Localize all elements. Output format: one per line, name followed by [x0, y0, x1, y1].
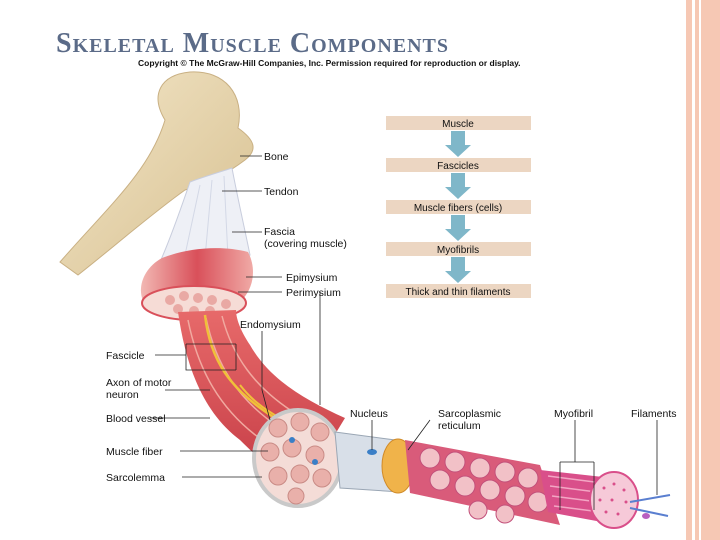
hierarchy-label-filaments: Thick and thin filaments	[405, 287, 510, 298]
leader-lines	[150, 155, 658, 510]
label-axon-sub: neuron	[106, 389, 139, 401]
hierarchy-box-muscle	[386, 116, 531, 130]
label-sarcolemma: Sarcolemma	[106, 472, 165, 484]
label-bone: Bone	[264, 151, 289, 163]
myofibril-detail	[540, 470, 671, 529]
hierarchy-box-myofibrils	[386, 242, 531, 256]
label-fascia: Fascia	[264, 226, 295, 238]
muscle-cross-section	[252, 408, 344, 508]
label-sarcoplasmic: Sarcoplasmic	[438, 408, 501, 420]
hierarchy-box-fascicles	[386, 158, 531, 172]
hierarchy-label-myofibrils: Myofibrils	[437, 245, 479, 256]
label-fascia-sub: (covering muscle)	[264, 238, 347, 250]
label-nucleus: Nucleus	[350, 408, 388, 420]
muscle-fiber-tube	[334, 431, 415, 494]
myofibril-bundle	[405, 440, 560, 525]
hierarchy-flow: Muscle Fascicles Muscle fibers (cells) M…	[386, 116, 531, 298]
copyright-notice: Copyright © The McGraw-Hill Companies, I…	[138, 58, 521, 68]
label-fascicle: Fascicle	[106, 350, 145, 362]
hierarchy-label-muscle-fibers: Muscle fibers (cells)	[414, 203, 502, 214]
bone-shape	[59, 71, 254, 276]
hierarchy-label-muscle: Muscle	[442, 119, 474, 130]
label-filaments: Filaments	[631, 408, 677, 420]
label-endomysium: Endomysium	[240, 319, 301, 331]
hierarchy-box-muscle-fibers	[386, 200, 531, 214]
hierarchy-label-fascicles: Fascicles	[437, 161, 479, 172]
hierarchy-arrow-icon	[445, 131, 471, 157]
hierarchy-arrow-icon	[445, 173, 471, 199]
label-sarcoplasmic-sub: reticulum	[438, 420, 481, 432]
label-muscle-fiber: Muscle fiber	[106, 446, 163, 458]
label-myofibril: Myofibril	[554, 408, 593, 420]
hierarchy-arrow-icon	[445, 257, 471, 283]
label-perimysium: Perimysium	[286, 287, 341, 299]
label-tendon: Tendon	[264, 186, 299, 198]
slide-title: Skeletal Muscle Components	[56, 28, 450, 59]
muscle-belly	[140, 248, 253, 321]
label-blood-vessel: Blood vessel	[106, 413, 166, 425]
hierarchy-box-filaments	[386, 284, 531, 298]
label-axon: Axon of motor	[106, 377, 172, 389]
tendon-shape	[159, 167, 251, 263]
slide-side-stripe	[686, 0, 720, 540]
hierarchy-arrow-icon	[445, 215, 471, 241]
label-epimysium: Epimysium	[286, 272, 338, 284]
